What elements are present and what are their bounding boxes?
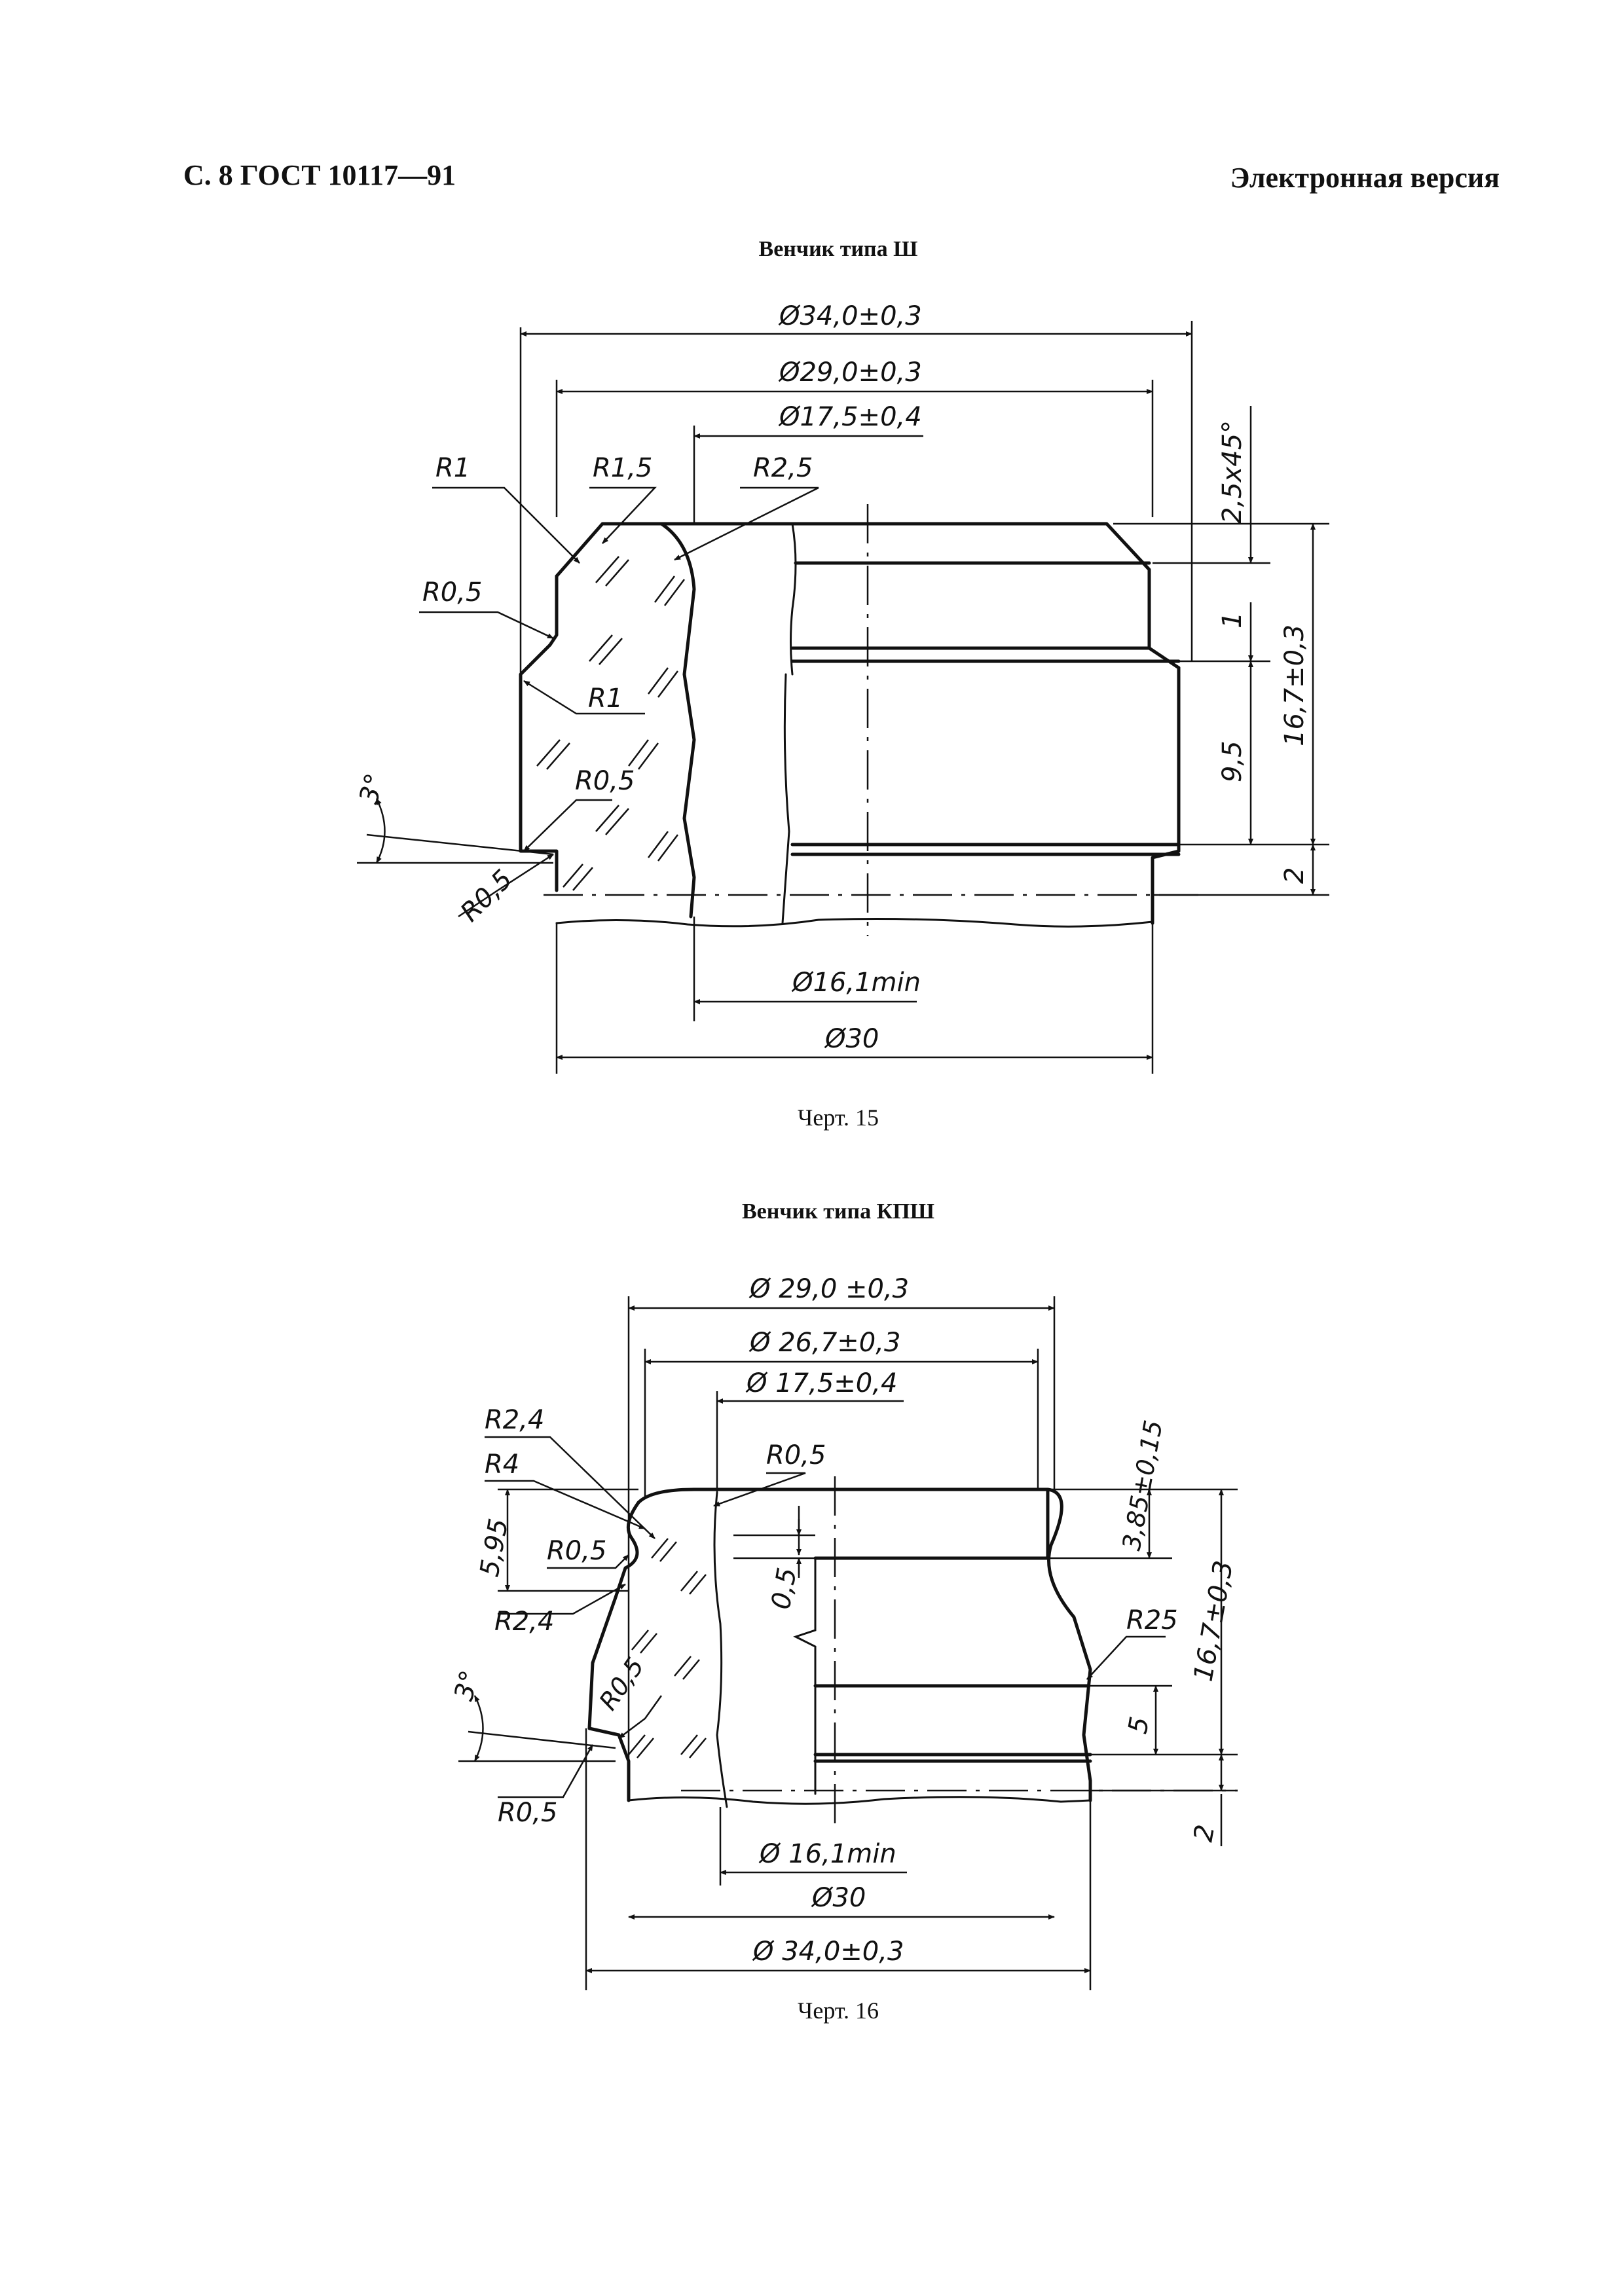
- figure15-title: Венчик типа Ш: [758, 237, 918, 261]
- figure16-hatching: [628, 1538, 707, 1758]
- figure15-drawing: Ø34,0±0,3 Ø29,0±0,3 Ø17,5±0,4 Ø16,1min Ø…: [354, 301, 1329, 1074]
- fig16-dim-h5: 5: [1123, 1715, 1156, 1736]
- fig15-dim-h95: 9,5: [1217, 740, 1247, 782]
- fig16-dim-d29: Ø 29,0 ±0,3: [748, 1274, 909, 1304]
- figure15-hatching: [536, 556, 685, 891]
- fig16-dim-h385: 3,85±0,15: [1117, 1418, 1168, 1553]
- fig16-dim-r24a: R2,4: [485, 1405, 544, 1435]
- fig16-dim-r05d: R0,5: [498, 1798, 557, 1828]
- figure15-dimension-lines: [357, 321, 1329, 1074]
- page-header-left: С. 8 ГОСТ 10117—91: [183, 159, 456, 191]
- fig16-dim-r25: R25: [1126, 1605, 1178, 1635]
- fig16-dim-r05c: R0,5: [593, 1652, 650, 1715]
- figure16-caption: Черт. 16: [798, 1997, 879, 2024]
- figure16-dimension-lines: [458, 1296, 1238, 1990]
- fig15-dim-d30: Ø30: [824, 1024, 879, 1054]
- fig15-dim-r1b: R1: [588, 683, 623, 714]
- figure16-drawing: Ø 29,0 ±0,3 Ø 26,7±0,3 Ø 17,5±0,4 Ø 16,1…: [449, 1274, 1239, 1990]
- fig15-dim-d29: Ø29,0±0,3: [778, 357, 922, 388]
- fig16-dim-h167: 16,7±0,3: [1189, 1558, 1240, 1683]
- fig15-dim-r05c: R0,5: [455, 864, 519, 928]
- fig15-dim-r05a: R0,5: [422, 577, 482, 608]
- figure15-caption: Черт. 15: [798, 1104, 879, 1131]
- fig16-dim-h2: 2: [1189, 1823, 1221, 1844]
- fig15-dim-h167: 16,7±0,3: [1280, 625, 1310, 746]
- fig16-dim-d34: Ø 34,0±0,3: [752, 1937, 904, 1967]
- fig15-dim-chamfer: 2,5x45°: [1217, 420, 1247, 524]
- fig16-dim-r4: R4: [485, 1449, 519, 1480]
- fig16-dim-d16: Ø 16,1min: [758, 1839, 896, 1869]
- fig16-dim-r05b: R0,5: [547, 1536, 606, 1566]
- fig16-dim-r05a: R0,5: [766, 1440, 826, 1470]
- fig15-dim-d17: Ø17,5±0,4: [778, 402, 922, 432]
- fig15-dim-r25: R2,5: [753, 453, 813, 483]
- page-header-right: Электронная версия: [1230, 162, 1500, 194]
- fig16-dim-d30: Ø30: [811, 1883, 866, 1913]
- figure15-dimension-texts: Ø34,0±0,3 Ø29,0±0,3 Ø17,5±0,4 Ø16,1min Ø…: [354, 301, 1310, 1054]
- fig15-dim-angle: 3°: [354, 771, 390, 807]
- fig16-dim-d267: Ø 26,7±0,3: [748, 1328, 900, 1358]
- fig15-dim-d16: Ø16,1min: [791, 968, 921, 998]
- fig15-dim-h1: 1: [1217, 612, 1247, 629]
- fig15-dim-r15: R1,5: [593, 453, 652, 483]
- figure16-title: Венчик типа КПШ: [741, 1199, 935, 1224]
- fig16-dim-angle: 3°: [449, 1667, 485, 1704]
- fig16-dim-r24b: R2,4: [494, 1607, 554, 1637]
- fig15-dim-r05b: R0,5: [575, 766, 635, 796]
- fig15-dim-d34: Ø34,0±0,3: [778, 301, 922, 331]
- figure16-dimension-texts: Ø 29,0 ±0,3 Ø 26,7±0,3 Ø 17,5±0,4 Ø 16,1…: [449, 1274, 1239, 1967]
- fig16-dim-d17: Ø 17,5±0,4: [745, 1368, 897, 1398]
- figure16-outline: [587, 1476, 1238, 1827]
- fig15-dim-h2: 2: [1280, 867, 1310, 884]
- fig15-dim-r1a: R1: [435, 453, 470, 483]
- figure15-outline: [519, 504, 1205, 936]
- fig16-dim-h05: 0,5: [766, 1565, 803, 1612]
